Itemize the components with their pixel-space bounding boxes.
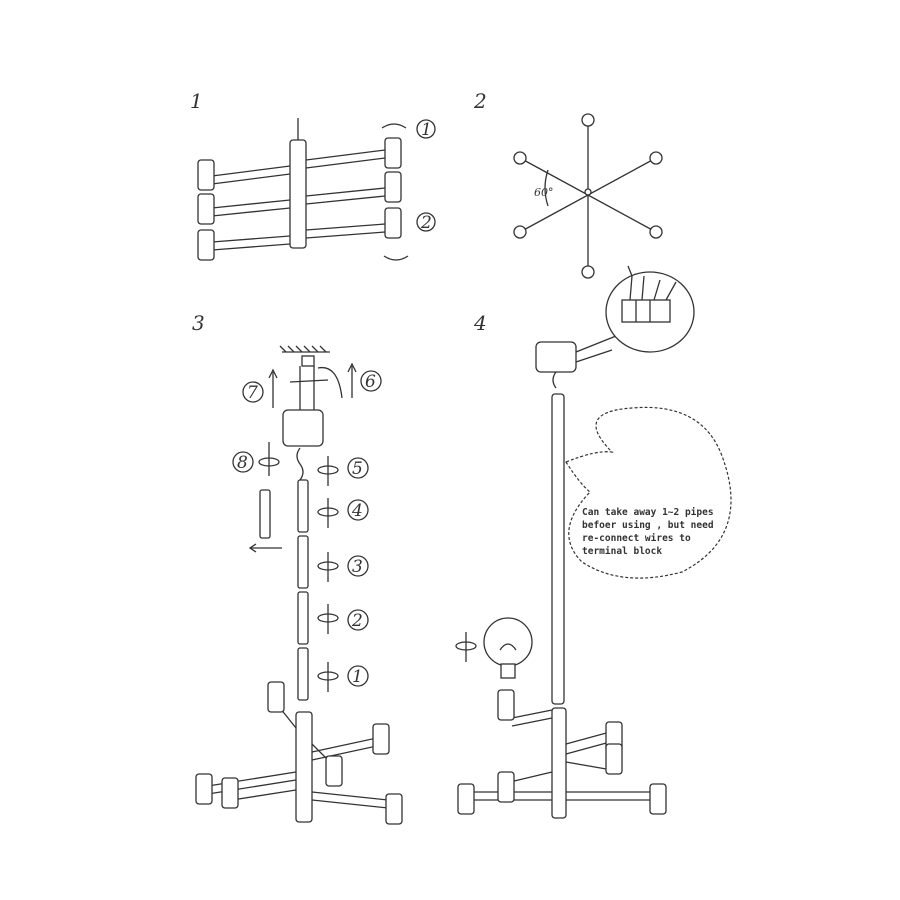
callout-4: 4 [351, 501, 363, 521]
panel-4-installed-fixture: Can take away 1~2 pipes befoer using , b… [455, 265, 732, 819]
step-number-3: 3 [192, 311, 205, 335]
note-line-3: re-connect wires to [582, 533, 691, 544]
callout-3: 3 [352, 557, 363, 577]
callout-7: 7 [247, 383, 258, 403]
callout-1-panel-1: 1 [421, 120, 432, 140]
callout-2-panel-1: 2 [420, 213, 432, 233]
note-line-4: terminal block [582, 546, 662, 557]
panel-2-arm-angles: 60° [513, 113, 663, 279]
note-line-1: Can take away 1~2 pipes [582, 507, 714, 518]
callout-1: 1 [352, 667, 363, 687]
note-line-2: befoer using , but need [582, 520, 714, 531]
angle-label: 60° [534, 186, 554, 199]
callout-5: 5 [352, 459, 363, 479]
panel-3-rod-assembly: 7 6 8 5 4 3 2 1 [195, 345, 403, 825]
panel-1-arm-attachment: 1 2 [197, 118, 436, 261]
step-number-1: 1 [190, 89, 203, 113]
callout-6: 6 [365, 372, 376, 392]
note-bubble [565, 406, 732, 579]
callout-8: 8 [237, 453, 248, 473]
callout-2: 2 [351, 611, 363, 631]
step-number-2: 2 [473, 89, 487, 113]
step-number-4: 4 [473, 311, 487, 335]
